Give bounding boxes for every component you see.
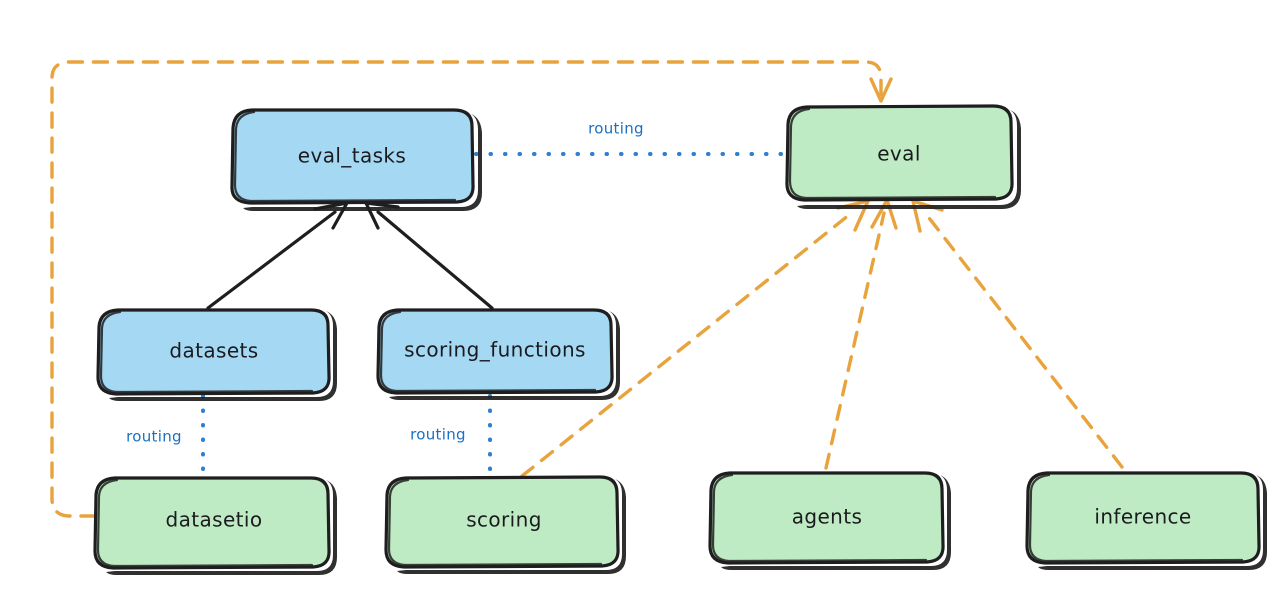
edge-scoring_functions-to-eval_tasks [364, 201, 494, 310]
edge-datasetio-to-eval [50, 60, 893, 518]
node-shape-scoring_functions [376, 308, 614, 395]
node-label-datasetio: datasetio [165, 508, 262, 532]
node-sketch-datasets [99, 310, 314, 394]
node-label-eval: eval [877, 142, 921, 166]
node-sketch-scoring_functions [379, 310, 597, 393]
node-sketch-datasetio [96, 478, 314, 568]
node-label-inference: inference [1094, 505, 1191, 529]
node-shape-eval_tasks [230, 108, 475, 205]
node-label-datasets: datasets [169, 339, 258, 363]
node-sketch-scoring [387, 478, 603, 567]
edge-label-routing-eval_tasks: routing [588, 120, 644, 138]
node-label-scoring_functions: scoring_functions [404, 338, 586, 362]
edge-path-agents-to-eval [824, 211, 886, 470]
node-scoring[interactable]: scoring [384, 475, 626, 574]
node-sketch-eval [788, 107, 997, 200]
node-eval[interactable]: eval [785, 104, 1021, 209]
edge-path-scoring_functions-to-eval_tasks [376, 210, 494, 310]
edge-path-scoring-to-eval [520, 209, 856, 478]
edge-label-routing-datasets: routing [126, 428, 182, 446]
edge-path-inference-to-eval [924, 212, 1124, 469]
node-sketch-inference [1028, 473, 1244, 563]
edge-path-datasets-to-eval_tasks [206, 210, 337, 310]
node-shape-datasets [96, 308, 331, 396]
node-shape-eval [785, 104, 1014, 202]
node-scoring_functions[interactable]: scoring_functions [376, 308, 620, 400]
node-label-agents: agents [792, 505, 863, 529]
node-label-eval_tasks: eval_tasks [298, 144, 406, 168]
node-sketch-agents [711, 473, 928, 563]
node-agents[interactable]: agents [708, 471, 951, 570]
edge-label-routing-scoring_functions: routing [410, 426, 466, 444]
arrowhead-datasetio-to-eval [869, 77, 893, 103]
edge-path-datasetio-to-eval [50, 60, 883, 518]
edge-inference-to-eval [911, 199, 1124, 469]
arrowhead-agents-to-eval [870, 198, 898, 230]
node-sketch-eval_tasks [233, 110, 457, 203]
edge-datasets-to-eval_tasks [206, 201, 349, 310]
node-inference[interactable]: inference [1025, 471, 1267, 570]
node-datasets[interactable]: datasets [96, 308, 337, 401]
node-shape-agents [708, 471, 945, 565]
node-eval_tasks[interactable]: eval_tasks [230, 108, 482, 211]
edge-agents-to-eval [824, 198, 898, 470]
node-shape-inference [1025, 471, 1261, 565]
node-label-scoring: scoring [466, 508, 542, 532]
node-datasetio[interactable]: datasetio [93, 476, 337, 575]
node-shape-datasetio [93, 476, 331, 570]
node-shape-scoring [384, 475, 620, 569]
